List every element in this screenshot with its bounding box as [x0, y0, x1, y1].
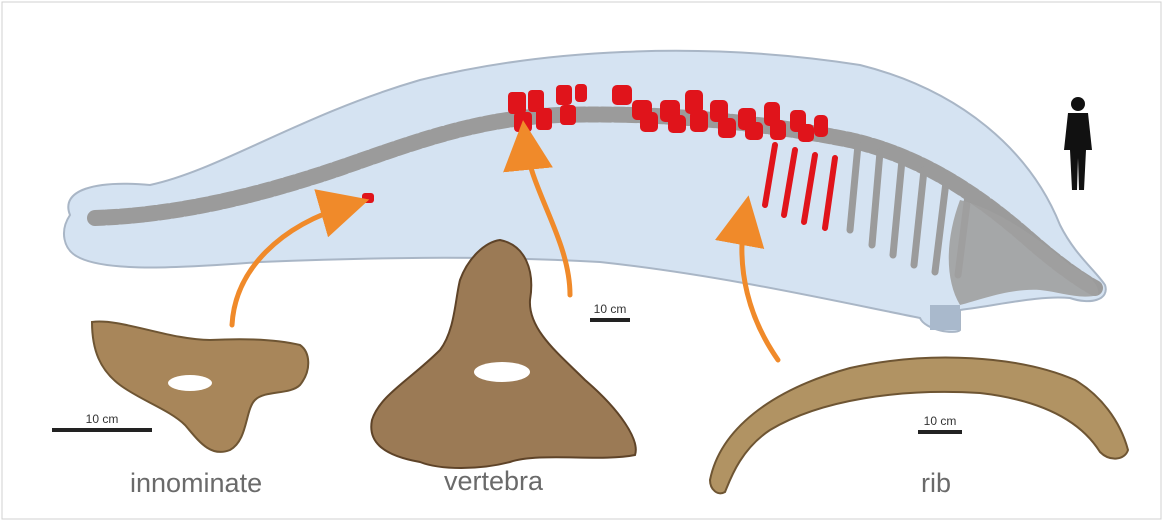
scale-bar-rib-line — [918, 430, 962, 434]
scale-bar-rib: 10 cm — [918, 414, 962, 434]
scale-bar-innominate-label: 10 cm — [86, 412, 119, 426]
scale-bar-innominate: 10 cm — [52, 412, 152, 432]
scale-bar-vertebra: 10 cm — [590, 302, 630, 322]
scale-bar-vertebra-line — [590, 318, 630, 322]
innominate-foramen — [168, 375, 212, 391]
label-vertebra: vertebra — [444, 466, 543, 497]
flipper — [930, 305, 960, 330]
label-rib: rib — [921, 468, 951, 499]
scale-bar-innominate-line — [52, 428, 152, 432]
vertebral-canal — [474, 362, 530, 382]
scale-bar-rib-label: 10 cm — [924, 414, 957, 428]
label-innominate: innominate — [130, 468, 262, 499]
scale-bar-vertebra-label: 10 cm — [594, 302, 627, 316]
